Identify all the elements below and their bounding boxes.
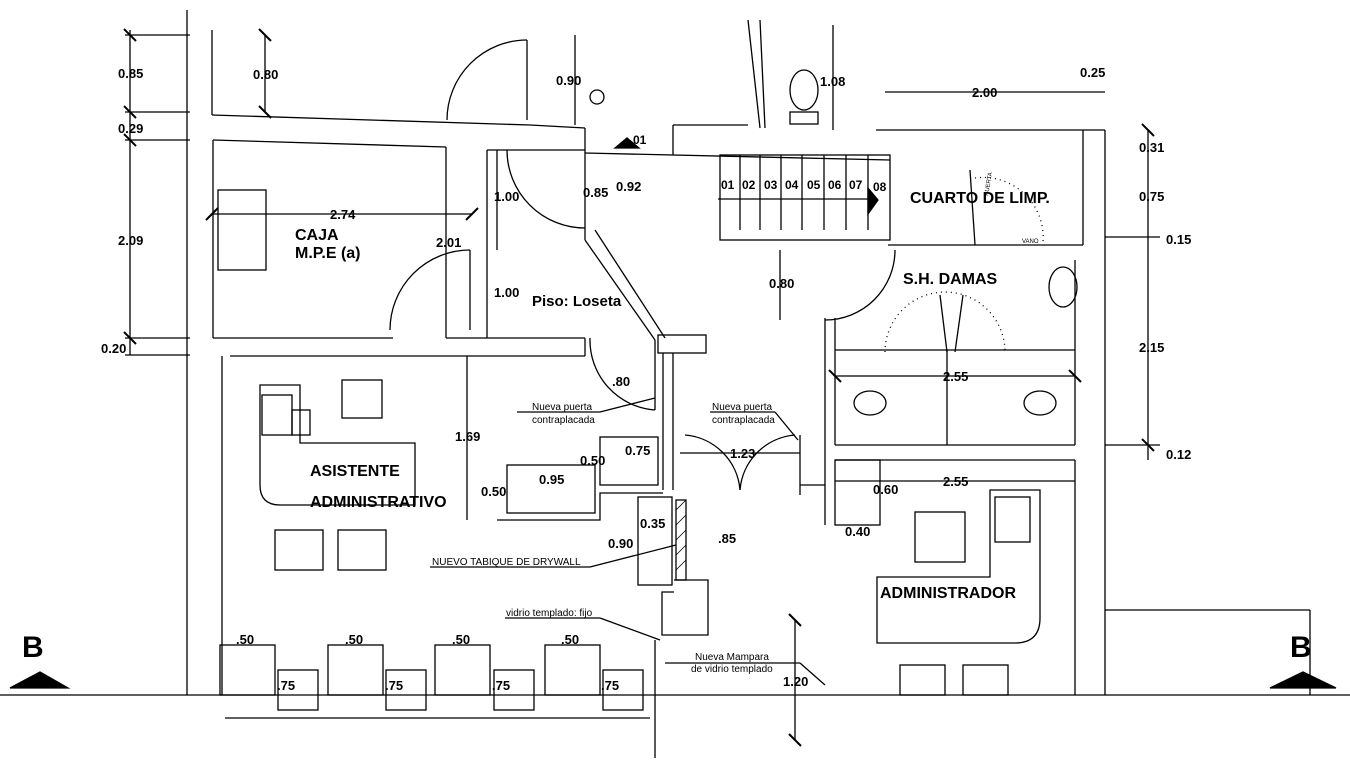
note-door1-line2: contraplacada — [532, 415, 595, 426]
note-door1: Nueva puerta — [532, 402, 592, 413]
dimension-label: 0.50 — [481, 484, 506, 499]
dimension-label: 0.75 — [1139, 189, 1164, 204]
tag-puerta: PUERTA — [984, 172, 994, 196]
section-label-left: B — [22, 631, 44, 664]
dimension-label: 0.15 — [1166, 232, 1191, 247]
note-door2-line2: contraplacada — [712, 415, 775, 426]
dimension-label: 2.55 — [943, 369, 968, 384]
chair-dimension: .75 — [601, 678, 619, 693]
annotations: Nueva puerta contraplacada Nueva puerta … — [432, 172, 1039, 675]
dimension-label: 1.20 — [783, 674, 808, 689]
desk-dimension: .50 — [452, 632, 470, 647]
dimension-label: 0.40 — [845, 524, 870, 539]
staircase — [718, 154, 891, 241]
dimension-label: 0.80 — [253, 67, 278, 82]
dimension-label: 2.09 — [118, 233, 143, 248]
level-marker: 01 — [613, 133, 647, 149]
note-door2: Nueva puerta — [712, 402, 772, 413]
stair-step: 01 — [721, 178, 735, 192]
stair-step: 06 — [828, 178, 842, 192]
dimension-label: .85 — [718, 531, 736, 546]
section-label-right: B — [1290, 631, 1312, 664]
tag-vano: VANO — [1022, 239, 1039, 245]
dimension-label: .80 — [612, 374, 630, 389]
dimension-label: 0.80 — [769, 276, 794, 291]
drywall-hatch — [675, 499, 687, 571]
stair-numbers: 01 02 03 04 05 06 07 08 — [721, 178, 887, 194]
note-glass: vidrio templado: fijo — [506, 608, 593, 619]
dimension-label: 0.31 — [1139, 140, 1164, 155]
leaders — [430, 397, 826, 686]
dimension-label: 0.85 — [118, 66, 143, 81]
section-marker-left: B — [9, 631, 71, 689]
room-cleaning: CUARTO DE LIMP. — [910, 190, 1050, 207]
dimension-label: 2.00 — [972, 85, 997, 100]
desk-dimension: .50 — [561, 632, 579, 647]
chair-dimension: .75 — [385, 678, 403, 693]
dimension-label: 0.92 — [616, 179, 641, 194]
dimension-label: 0.75 — [625, 443, 650, 458]
dimension-label: 1.08 — [820, 74, 845, 89]
stair-step: 03 — [764, 178, 778, 192]
dimension-label: 0.60 — [873, 482, 898, 497]
dimension-label: 1.23 — [730, 446, 755, 461]
note-screen: Nueva Mampara — [695, 652, 769, 663]
dimension-label: 0.50 — [580, 453, 605, 468]
walls — [0, 10, 1350, 758]
dimension-label: 2.01 — [436, 235, 461, 250]
room-manager: ADMINISTRADOR — [880, 585, 1016, 602]
dimension-label: 0.20 — [101, 341, 126, 356]
dimension-label: 0.85 — [583, 185, 608, 200]
section-marker-right: B — [1269, 631, 1337, 689]
dimension-label: 0.90 — [556, 73, 581, 88]
room-assistant-2: ADMINISTRATIVO — [310, 494, 447, 511]
dimension-label: 0.25 — [1080, 65, 1105, 80]
floor-finish: Piso: Loseta — [532, 293, 622, 310]
level-label: 01 — [633, 133, 647, 147]
dimension-label: 1.00 — [494, 189, 519, 204]
dimension-label: 0.95 — [539, 472, 564, 487]
stair-step: 07 — [849, 178, 863, 192]
note-drywall: NUEVO TABIQUE DE DRYWALL — [432, 557, 581, 568]
dimension-label: 2.55 — [943, 474, 968, 489]
room-mpe: M.P.E (a) — [295, 245, 361, 262]
stair-step: 04 — [785, 178, 799, 192]
dimension-label: 1.00 — [494, 285, 519, 300]
dimension-labels: 0.85 0.80 0.29 2.09 0.20 2.74 2.01 1.00 … — [101, 65, 1191, 693]
dimension-lines — [123, 25, 1160, 747]
chair-dimension: .75 — [277, 678, 295, 693]
dimension-label: 0.35 — [640, 516, 665, 531]
dimension-label: 0.12 — [1166, 447, 1191, 462]
furniture — [219, 379, 1041, 719]
room-assistant-1: ASISTENTE — [310, 463, 400, 480]
dimension-label: 0.90 — [608, 536, 633, 551]
dimension-label: 2.15 — [1139, 340, 1164, 355]
stair-step: 05 — [807, 178, 821, 192]
dimension-label: 0.29 — [118, 121, 143, 136]
room-caja: CAJA — [295, 227, 339, 244]
dimension-label: 1.69 — [455, 429, 480, 444]
chair-dimension: .75 — [492, 678, 510, 693]
fixtures — [217, 69, 1078, 416]
note-screen-line2: de vidrio templado — [691, 664, 773, 675]
room-restroom: S.H. DAMAS — [903, 271, 998, 288]
desk-dimension: .50 — [345, 632, 363, 647]
stair-step: 08 — [873, 180, 887, 194]
dimension-label: 2.74 — [330, 207, 356, 222]
stair-step: 02 — [742, 178, 756, 192]
desk-dimension: .50 — [236, 632, 254, 647]
